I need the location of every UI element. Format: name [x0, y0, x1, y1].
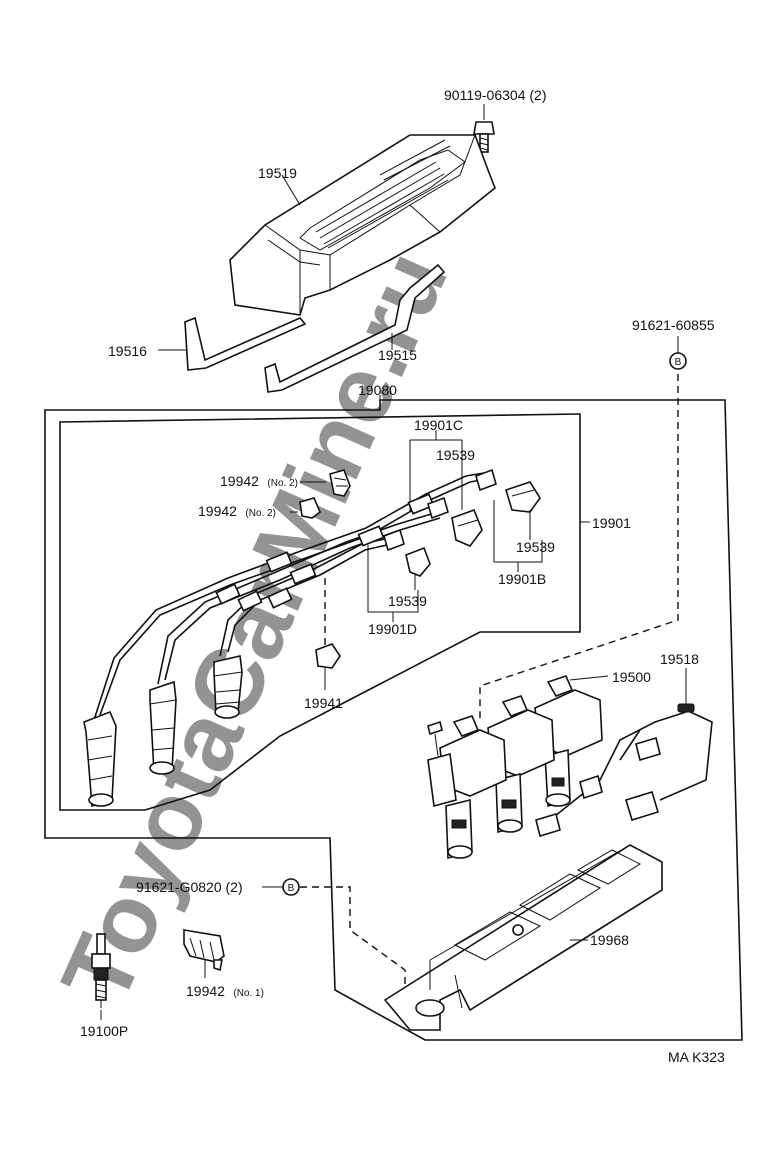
ref-b-lower: B [282, 878, 300, 896]
label-19539-top: 19539 [436, 447, 475, 463]
label-19901C: 19901C [414, 417, 463, 433]
label-19518: 19518 [660, 651, 699, 667]
label-19516: 19516 [108, 343, 147, 359]
label-19901D: 19901D [368, 621, 417, 637]
cord-set-19901-boundary [59, 413, 581, 811]
engine-cover-19519[interactable] [229, 134, 496, 316]
label-91621-G0820: 91621-G0820 (2) [136, 879, 243, 895]
bolt-90119[interactable] [473, 121, 495, 153]
seal-19515[interactable] [264, 263, 446, 393]
label-19519: 19519 [258, 165, 297, 181]
bolt-coil[interactable] [427, 720, 443, 757]
clamp-19941[interactable] [315, 643, 341, 669]
bracket-19968[interactable] [383, 844, 663, 1031]
clamp-19942-c[interactable] [183, 929, 225, 972]
cord-cap-19539-right[interactable] [505, 481, 541, 513]
label-19942-b: 19942 (No. 2) [198, 503, 276, 520]
label-19942-c: 19942 (No. 1) [186, 983, 264, 1000]
cord-cap-19539-top[interactable] [451, 508, 483, 547]
label-19968: 19968 [590, 932, 629, 948]
ignition-coil-19500[interactable] [427, 675, 603, 860]
label-91621-60855: 91621-60855 [632, 317, 715, 333]
seal-19516[interactable] [184, 316, 307, 371]
label-90119-06304: 90119-06304 (2) [444, 87, 546, 103]
svg-text:B: B [675, 357, 682, 368]
wire-harness-19518[interactable] [535, 703, 713, 838]
clamp-19942-b[interactable] [299, 497, 321, 519]
clamp-19942-a[interactable] [329, 469, 351, 497]
label-19901B: 19901B [498, 571, 546, 587]
label-19901: 19901 [592, 515, 631, 531]
label-19942-a: 19942 (No. 2) [220, 473, 298, 490]
label-19539-right: 19539 [516, 539, 555, 555]
label-19080: 19080 [358, 382, 397, 398]
diagram-code: MA K323 [668, 1049, 725, 1065]
svg-text:B: B [288, 883, 295, 894]
cord-cap-19539-bottom[interactable] [405, 546, 431, 577]
ref-b-upper: B [669, 352, 687, 370]
spark-plug-19100P[interactable] [91, 933, 111, 1008]
label-19500: 19500 [612, 669, 651, 685]
label-19539-bottom: 19539 [388, 593, 427, 609]
label-19941: 19941 [304, 695, 343, 711]
label-19515: 19515 [378, 347, 417, 363]
ignition-cords[interactable] [83, 468, 497, 808]
label-19100P: 19100P [80, 1023, 128, 1039]
